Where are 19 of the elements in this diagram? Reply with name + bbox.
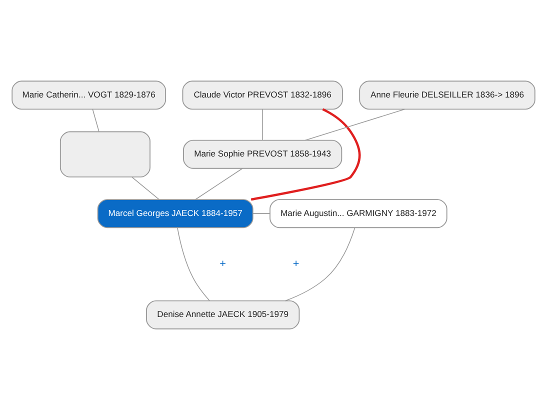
connector: [304, 108, 406, 140]
node-box: Marcel Georges JAECK 1884-1957: [97, 198, 254, 228]
connector: [177, 226, 210, 301]
node-box: Denise Annette JAECK 1905-1979: [146, 300, 300, 329]
connector: [132, 176, 160, 200]
node-box: Marie Augustin... GARMIGNY 1883-1972: [270, 198, 448, 228]
connector: [195, 168, 243, 200]
node-box: Anne Fleurie DELSEILLER 1836-> 1896: [359, 80, 536, 110]
connector: [262, 108, 263, 140]
connector: [252, 212, 270, 214]
connector: [92, 108, 100, 132]
node-box: Claude Victor PREVOST 1832-1896: [182, 80, 343, 110]
connector: [250, 108, 361, 200]
label: +: [292, 258, 300, 270]
node-box: [60, 130, 150, 177]
node-box: Marie Catherin... VOGT 1829-1876: [12, 80, 166, 110]
label: +: [220, 258, 226, 270]
connector: [284, 226, 356, 301]
node-box: Marie Sophie PREVOST 1858-1943: [183, 139, 342, 168]
